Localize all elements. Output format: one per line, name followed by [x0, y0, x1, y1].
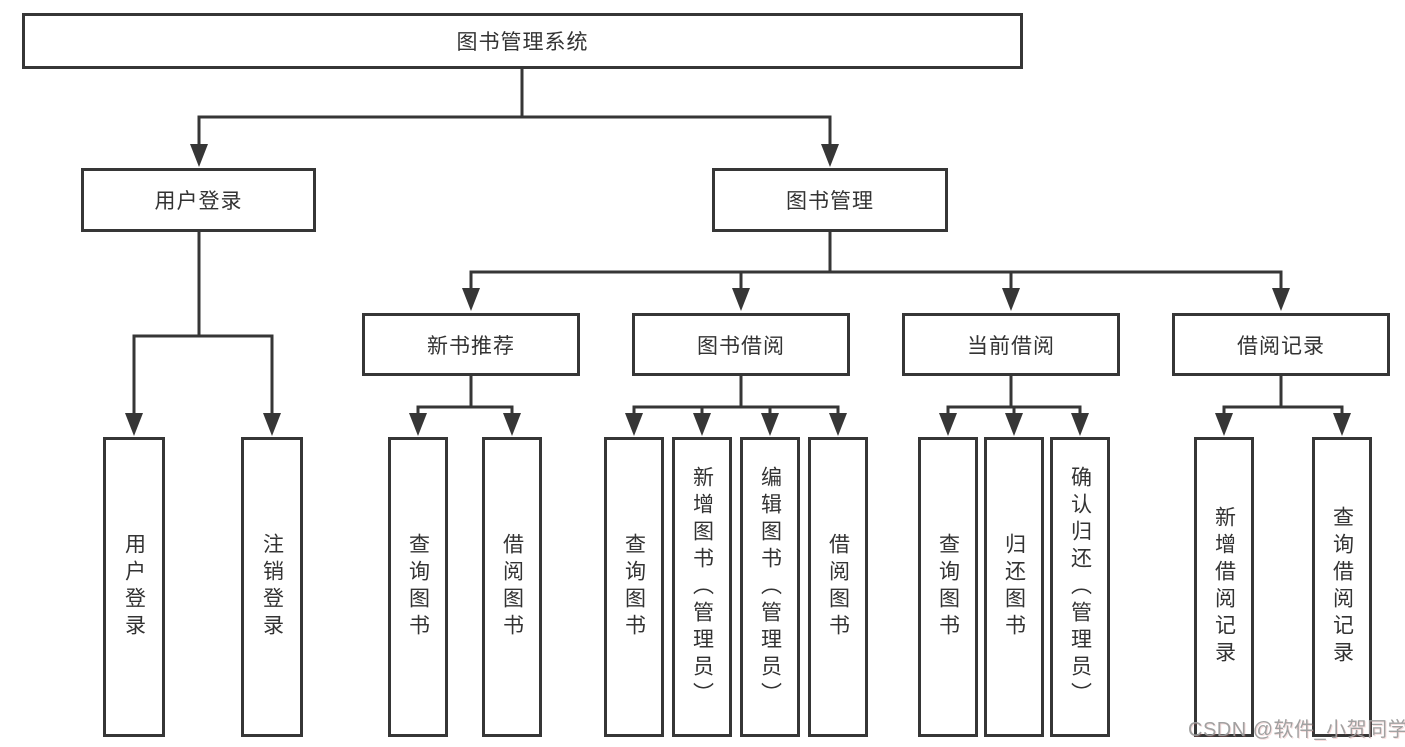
node-borrowing-records: 借阅记录	[1172, 313, 1390, 376]
leaf-borrow-query: 查询图书	[604, 437, 664, 737]
leaf-label: 查询图书	[936, 533, 960, 641]
arrow-icon	[693, 413, 711, 436]
arrow-icon	[1215, 413, 1233, 436]
connector-user-login	[132, 231, 274, 414]
leaf-label: 查询图书	[406, 533, 430, 641]
node-book-borrowing: 图书借阅	[632, 313, 850, 376]
leaf-label: 注销登录	[260, 533, 284, 641]
leaf-user-login: 用户登录	[103, 437, 165, 737]
connector-root	[197, 68, 832, 146]
connector-new-book	[416, 375, 514, 415]
arrow-icon	[1005, 413, 1023, 436]
leaf-label: 借阅图书	[500, 533, 524, 641]
arrow-icon	[732, 288, 750, 311]
leaf-label: 新增借阅记录	[1212, 506, 1236, 668]
leaf-label: 查询借阅记录	[1330, 506, 1354, 668]
leaf-record-add: 新增借阅记录	[1194, 437, 1254, 737]
leaf-record-query: 查询借阅记录	[1312, 437, 1372, 737]
leaf-label: 查询图书	[622, 533, 646, 641]
arrow-icon	[263, 413, 281, 436]
connector-borrowing	[632, 375, 840, 415]
leaf-label: 确认归还（管理员）	[1068, 465, 1092, 709]
leaf-label: 借阅图书	[826, 533, 850, 641]
arrow-icon	[829, 413, 847, 436]
arrow-icon	[1002, 288, 1020, 311]
arrow-icon	[1333, 413, 1351, 436]
leaf-newbook-borrow: 借阅图书	[482, 437, 542, 737]
arrow-icon	[190, 144, 208, 167]
node-root: 图书管理系统	[22, 13, 1023, 69]
arrow-icon	[1272, 288, 1290, 311]
leaf-current-confirm-admin: 确认归还（管理员）	[1050, 437, 1110, 737]
leaf-label: 归还图书	[1002, 533, 1026, 641]
csdn-watermark: CSDN @软件_小贺同学	[1188, 719, 1405, 741]
arrow-icon	[125, 413, 143, 436]
node-book-management: 图书管理	[712, 168, 948, 232]
arrowheads	[125, 144, 1351, 436]
leaf-borrow-edit-admin: 编辑图书（管理员）	[740, 437, 800, 737]
arrow-icon	[761, 413, 779, 436]
connector-current	[946, 375, 1082, 415]
connector-records	[1222, 375, 1344, 415]
node-new-book-recommend: 新书推荐	[362, 313, 580, 376]
arrow-icon	[939, 413, 957, 436]
arrow-icon	[503, 413, 521, 436]
arrow-icon	[409, 413, 427, 436]
arrow-icon	[462, 288, 480, 311]
arrow-icon	[821, 144, 839, 167]
node-user-login: 用户登录	[81, 168, 316, 232]
node-current-borrowing: 当前借阅	[902, 313, 1120, 376]
leaf-current-query: 查询图书	[918, 437, 978, 737]
arrow-icon	[1071, 413, 1089, 436]
leaf-borrow-borrow: 借阅图书	[808, 437, 868, 737]
leaf-current-return: 归还图书	[984, 437, 1044, 737]
arrow-icon	[625, 413, 643, 436]
leaf-label: 编辑图书（管理员）	[758, 465, 782, 709]
leaf-logout: 注销登录	[241, 437, 303, 737]
leaf-label: 新增图书（管理员）	[690, 465, 714, 709]
leaf-newbook-query: 查询图书	[388, 437, 448, 737]
connector-book-management	[469, 231, 1283, 290]
leaf-borrow-add-admin: 新增图书（管理员）	[672, 437, 732, 737]
leaf-label: 用户登录	[122, 533, 146, 641]
